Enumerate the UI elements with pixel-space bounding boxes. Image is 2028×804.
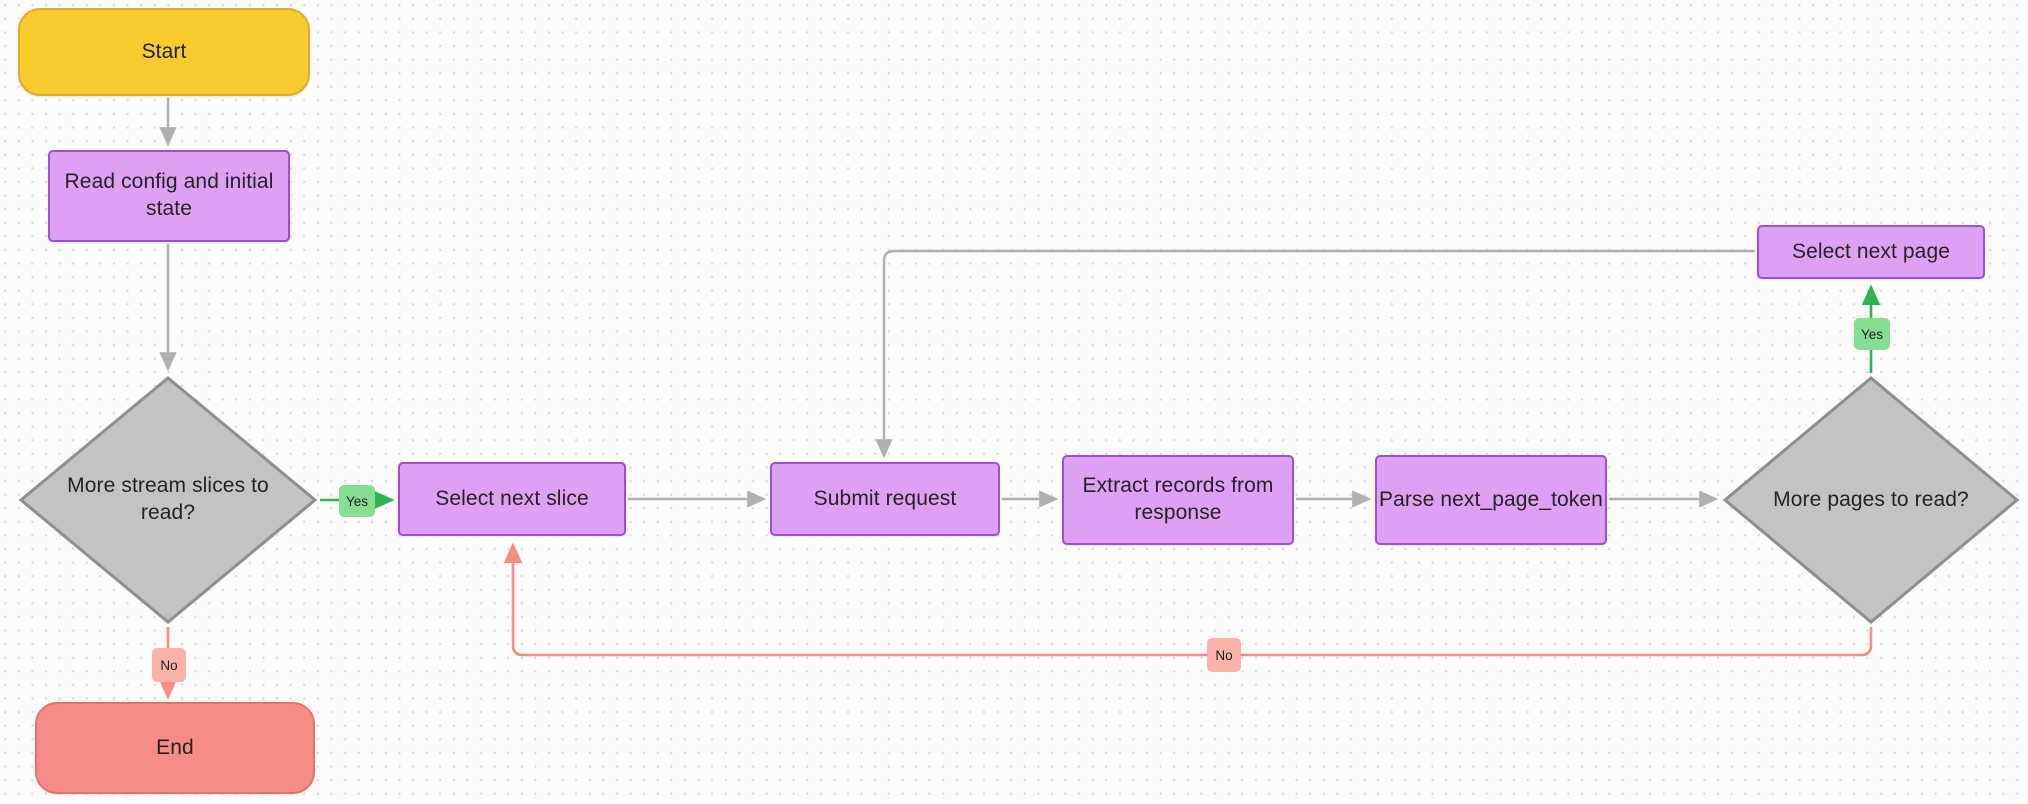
node-more-pages-label: More pages to read?	[1773, 487, 1969, 511]
edge-label-text: Yes	[345, 493, 369, 509]
node-select-next-page-label: Select next page	[1791, 239, 1951, 263]
edge-label-yes-more-pages[interactable]: Yes	[1854, 318, 1890, 350]
edge-label-text: No	[1215, 647, 1233, 663]
node-start[interactable]: Start	[18, 8, 310, 96]
node-extract-records-label: Extract records from response	[1082, 474, 1274, 524]
node-more-pages[interactable]: More pages to read?	[1722, 375, 2020, 625]
node-start-label: Start	[141, 39, 187, 63]
node-parse-next-page-token[interactable]: Parse next_page_token	[1375, 455, 1607, 545]
node-more-stream-slices[interactable]: More stream slices to read?	[18, 375, 318, 625]
node-select-next-slice[interactable]: Select next slice	[398, 462, 626, 536]
node-end[interactable]: End	[35, 702, 315, 794]
node-more-stream-slices-label: More stream slices to read?	[67, 474, 269, 524]
edge-label-text: No	[160, 657, 178, 673]
node-submit-request-label: Submit request	[813, 486, 957, 510]
edge-label-no-more-slices[interactable]: No	[152, 648, 186, 682]
edge-label-no-more-pages[interactable]: No	[1207, 638, 1241, 672]
edge-label-text: Yes	[1860, 326, 1884, 342]
edge-label-yes-more-slices[interactable]: Yes	[339, 485, 375, 517]
node-select-next-page[interactable]: Select next page	[1757, 225, 1985, 279]
edge-next-page-to-submit-loop	[875, 249, 1755, 459]
node-extract-records[interactable]: Extract records from response	[1062, 455, 1294, 545]
edge-more-pages-no-to-next-slice-loop	[503, 542, 1873, 657]
node-read-config-label: Read config and initial state	[64, 170, 274, 220]
diamond-shape	[18, 376, 318, 624]
node-end-label: End	[156, 735, 194, 759]
node-read-config[interactable]: Read config and initial state	[48, 150, 290, 242]
node-select-next-slice-label: Select next slice	[435, 486, 589, 510]
node-submit-request[interactable]: Submit request	[770, 462, 1000, 536]
node-parse-next-page-token-label: Parse next_page_token	[1379, 487, 1603, 511]
